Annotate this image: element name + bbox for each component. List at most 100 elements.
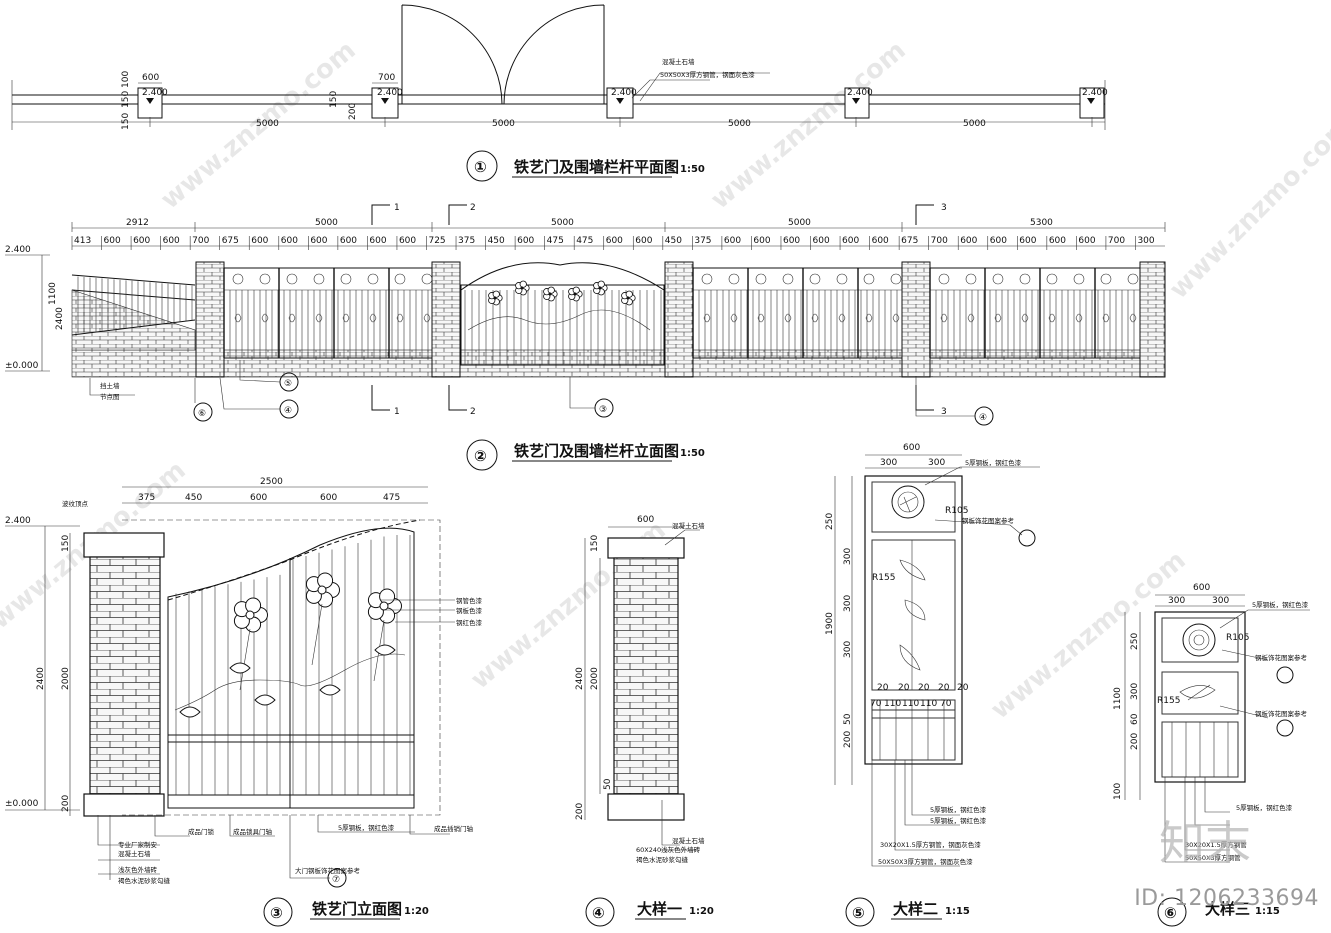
detail2-half: 300 bbox=[880, 458, 897, 468]
elevation-sub-dim: 375 bbox=[458, 236, 475, 246]
detail1-title: 大样一 bbox=[637, 900, 682, 918]
detail3-height: 250 bbox=[1130, 633, 1140, 650]
detail3-note: 钢板饰花图案参考 bbox=[1255, 653, 1308, 662]
elevation-sub-dim: 675 bbox=[222, 236, 239, 246]
elevation-sub-dim: 725 bbox=[428, 236, 445, 246]
gate-height: 200 bbox=[61, 795, 71, 812]
elevation-level: ±0.000 bbox=[5, 361, 39, 371]
plan-small-dim: 100 bbox=[121, 71, 131, 88]
gate-note: 5厚钢板，钢红色漆 bbox=[338, 823, 395, 832]
plan-note: 混凝土石墙 bbox=[662, 57, 695, 66]
detail2-note: 5厚钢板，钢红色漆 bbox=[930, 805, 987, 814]
plan-view-title: 铁艺门及围墙栏杆平面图 bbox=[514, 158, 679, 176]
elevation-sub-dim: 600 bbox=[104, 236, 121, 246]
detail3-title: 大样三 bbox=[1205, 900, 1250, 918]
brand-logo: 知末 bbox=[1159, 816, 1251, 870]
detail3-note: 5厚钢板，钢红色漆 bbox=[1252, 600, 1309, 609]
detail3-note: 5厚钢板，钢红色漆 bbox=[1236, 803, 1293, 812]
gate-sub-dim: 475 bbox=[383, 493, 400, 503]
callout: ⑥ bbox=[198, 409, 206, 419]
detail3-height: 60 bbox=[1130, 713, 1140, 725]
detail2-title: 大样二 bbox=[893, 900, 938, 918]
watermark-text: www.znzmo.com bbox=[1164, 111, 1331, 305]
elevation-sub-dim: 600 bbox=[635, 236, 652, 246]
detail1-note: 褐色水泥砂浆勾缝 bbox=[636, 855, 689, 864]
plan-small-dim: 150 bbox=[121, 113, 131, 130]
plan-note: 50X50X3厚方钢管，钢面灰色漆 bbox=[660, 70, 755, 79]
detail1-height: 2400 bbox=[575, 667, 585, 690]
plan-level-label: 2.400 bbox=[142, 88, 168, 98]
detail1-number: ④ bbox=[592, 904, 605, 922]
elevation-top-dim: 5300 bbox=[1030, 218, 1053, 228]
detail3-number: ⑥ bbox=[1164, 904, 1177, 922]
gate-sub-dim: 450 bbox=[185, 493, 202, 503]
gate-note: 成品插销门轴 bbox=[434, 824, 474, 833]
detail3-radius: R155 bbox=[1157, 696, 1180, 706]
gate-note: 专业厂家制安 bbox=[118, 840, 158, 849]
gate-sub-dim: 600 bbox=[250, 493, 267, 503]
detail3-height: 100 bbox=[1113, 783, 1123, 800]
detail2-bottom-dim: 20 bbox=[898, 683, 910, 693]
detail2-bottom-dim: 110 bbox=[902, 699, 919, 709]
detail1-height: 50 bbox=[603, 778, 613, 790]
gate-note: 褐色水泥砂浆勾缝 bbox=[118, 876, 171, 885]
detail3-half: 300 bbox=[1212, 596, 1229, 606]
detail2-height: 1900 bbox=[825, 612, 835, 635]
detail3-half: 300 bbox=[1168, 596, 1185, 606]
detail3-note: 50X50X3厚方钢管 bbox=[1185, 853, 1241, 862]
cut-marker: 1 bbox=[394, 407, 400, 417]
elevation-sub-dim: 600 bbox=[960, 236, 977, 246]
gate-note: 成品门锁 bbox=[188, 827, 215, 836]
callout: ④ bbox=[979, 413, 987, 423]
detail2-bottom-dim: 110 bbox=[920, 699, 937, 709]
detail1-height: 2000 bbox=[590, 667, 600, 690]
elevation-sub-dim: 600 bbox=[310, 236, 327, 246]
detail2-height: 50 bbox=[843, 713, 853, 725]
detail3-radius: R105 bbox=[1226, 633, 1249, 643]
detail1-scale: 1:20 bbox=[689, 906, 714, 917]
elevation-sub-dim: 600 bbox=[606, 236, 623, 246]
elevation-sub-dim: 600 bbox=[990, 236, 1007, 246]
detail-2-view: 600 300 300 250 300 300 300 1900 50 200 … bbox=[825, 443, 1040, 927]
detail-1-view: 600 2400 2000 150 50 200 混凝土石墙 混凝土石墙 60X… bbox=[575, 515, 714, 927]
elevation-sub-dim: 600 bbox=[133, 236, 150, 246]
detail2-bottom-dim: 70 bbox=[870, 699, 882, 709]
elevation-sub-dim: 600 bbox=[517, 236, 534, 246]
detail2-note: 钢板饰花图案参考 bbox=[962, 516, 1015, 525]
detail2-width: 600 bbox=[903, 443, 920, 453]
detail-3-view: 600 300 300 250 300 1100 60 200 100 R105… bbox=[1113, 583, 1310, 927]
elevation-sub-dim: 700 bbox=[192, 236, 209, 246]
detail2-bottom-dim: 20 bbox=[938, 683, 950, 693]
callout: ③ bbox=[599, 405, 607, 415]
plan-view-number: ① bbox=[474, 158, 487, 176]
callout: ⑤ bbox=[284, 379, 292, 389]
plan-dim: 5000 bbox=[256, 119, 279, 129]
cut-marker: 2 bbox=[470, 203, 476, 213]
detail2-height: 300 bbox=[843, 595, 853, 612]
detail3-height: 200 bbox=[1130, 733, 1140, 750]
detail1-width: 600 bbox=[637, 515, 654, 525]
callout: ④ bbox=[284, 406, 292, 416]
detail2-height: 250 bbox=[825, 513, 835, 530]
gate-note: 混凝土石墙 bbox=[118, 849, 151, 858]
elevation-top-dim: 5000 bbox=[788, 218, 811, 228]
gate-sub-dim: 600 bbox=[320, 493, 337, 503]
gate-note: 浅灰色外墙砖 bbox=[118, 865, 158, 874]
plan-view: 2.400 2.400 2.400 2.400 2.400 5000 5000 … bbox=[11, 4, 1108, 182]
detail2-note: 30X20X1.5厚方钢管，钢面灰色漆 bbox=[880, 840, 981, 849]
gate-height: 2000 bbox=[61, 667, 71, 690]
gate-note: 钢板色漆 bbox=[456, 606, 483, 615]
elevation-sub-dim: 375 bbox=[694, 236, 711, 246]
elevation-sub-dim: 600 bbox=[872, 236, 889, 246]
plan-level-label: 2.400 bbox=[1082, 88, 1108, 98]
detail2-note: 5厚钢板，钢红色漆 bbox=[965, 458, 1022, 467]
elevation-sub-dim: 600 bbox=[1019, 236, 1036, 246]
gate-view-title: 铁艺门立面图 bbox=[312, 900, 402, 918]
elevation-sub-dim: 600 bbox=[399, 236, 416, 246]
gate-note: 成品锁具门轴 bbox=[233, 827, 273, 836]
elevation-note: 节点图 bbox=[100, 393, 120, 401]
elevation-note: 挡土墙 bbox=[100, 381, 120, 390]
detail2-height: 300 bbox=[843, 641, 853, 658]
elevation-sub-dim: 600 bbox=[281, 236, 298, 246]
